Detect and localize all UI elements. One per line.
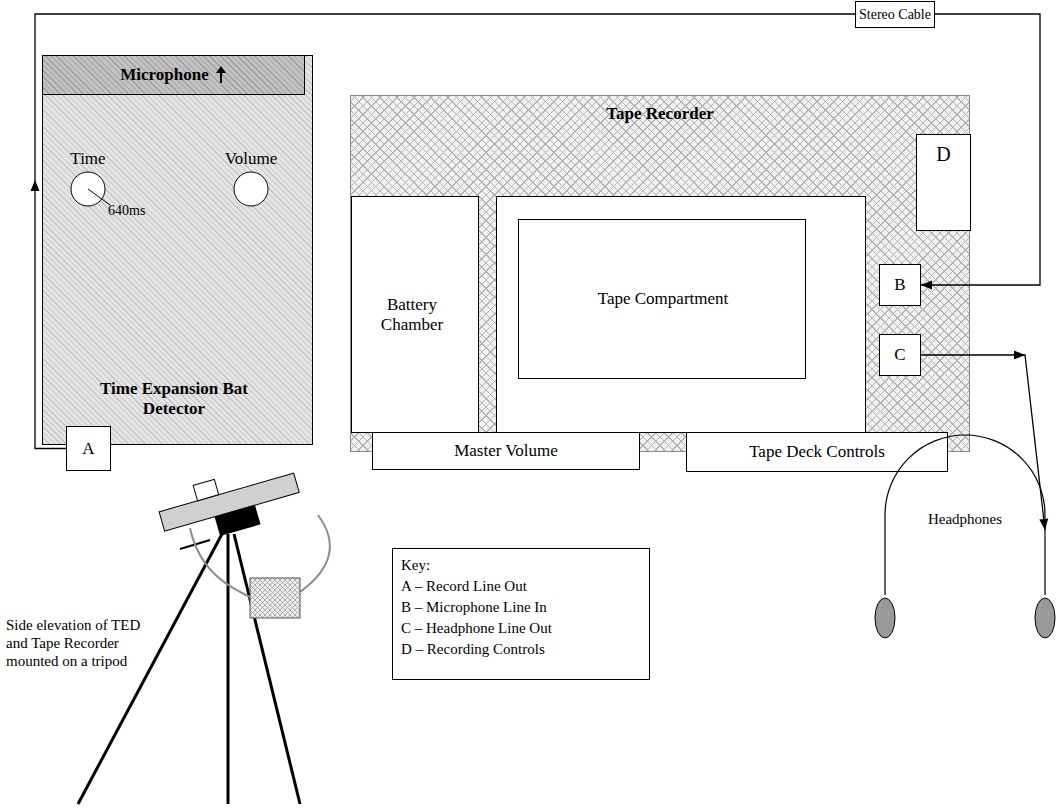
node-text: D bbox=[936, 143, 950, 166]
text-block: B bbox=[880, 265, 920, 305]
text-block: Time bbox=[61, 149, 115, 171]
node-text: Time Expansion Bat Detector bbox=[89, 379, 259, 418]
node-text: A bbox=[82, 439, 94, 459]
text-block: Battery Chamber bbox=[367, 197, 457, 432]
text-block: Tape Deck Controls bbox=[687, 433, 947, 471]
node-text: Tape Compartment bbox=[598, 289, 729, 309]
connector-line bbox=[35, 14, 1040, 449]
recorder-cable bbox=[190, 528, 252, 598]
ear-cup bbox=[1035, 598, 1055, 638]
text-block: C bbox=[880, 335, 920, 375]
text-block: Microphone bbox=[43, 56, 304, 94]
headphones-outline bbox=[870, 420, 1056, 645]
arrowhead bbox=[31, 180, 40, 191]
text-block: Key:A – Record Line OutB – Microphone Li… bbox=[401, 555, 641, 673]
node-text: C – Headphone Line Out bbox=[401, 618, 552, 639]
node-text: Key: bbox=[401, 555, 430, 576]
key-box: Key:A – Record Line OutB – Microphone Li… bbox=[392, 548, 650, 680]
dial-pointer bbox=[88, 189, 110, 205]
cable-label: Stereo Cable bbox=[855, 1, 935, 28]
microphone-band: Microphone bbox=[42, 55, 305, 95]
connector-line bbox=[921, 355, 1045, 530]
mounted-recorder bbox=[250, 578, 300, 618]
control-panel: Tape Deck Controls bbox=[686, 432, 948, 472]
recorder-cable bbox=[300, 515, 330, 592]
caption-note: Side elevation of TED and Tape Recorder … bbox=[6, 616, 146, 670]
port-box: A bbox=[66, 426, 111, 471]
arrow-head bbox=[216, 66, 226, 73]
text-block: Headphones bbox=[900, 506, 1030, 534]
node-text: Master Volume bbox=[454, 441, 558, 461]
control-panel: Master Volume bbox=[372, 432, 640, 470]
node-text: C bbox=[894, 345, 905, 365]
recorder-housing: Tape RecorderBattery Chamber Tape Compart… bbox=[350, 95, 970, 452]
port-box: C bbox=[879, 334, 921, 376]
port-box: D bbox=[916, 134, 971, 231]
edge-label: Stereo Cable bbox=[859, 7, 931, 23]
port-box: B bbox=[879, 264, 921, 306]
headphones: Headphones bbox=[870, 420, 1056, 645]
connector bbox=[921, 351, 1048, 531]
battery-chamber: Battery Chamber bbox=[351, 196, 479, 433]
time-dial: Time bbox=[61, 149, 115, 211]
node-text: D – Recording Controls bbox=[401, 639, 545, 660]
mounted-detector bbox=[155, 458, 305, 550]
arrowhead bbox=[1039, 519, 1048, 530]
text-block: D bbox=[917, 143, 970, 173]
headband bbox=[885, 435, 1045, 595]
text-block: Tape Compartment bbox=[593, 220, 733, 378]
detector-housing: Time Expansion Bat Detector MicrophoneTim… bbox=[42, 55, 313, 445]
node-text: Microphone bbox=[120, 65, 208, 85]
connector bbox=[31, 14, 1041, 449]
text-block: Time Expansion Bat Detector bbox=[89, 374, 259, 424]
dial-setting: 640ms bbox=[108, 203, 145, 218]
node-text: B – Microphone Line In bbox=[401, 597, 547, 618]
text-block: Volume bbox=[223, 149, 279, 171]
node-text: Headphones bbox=[928, 511, 1002, 528]
microphone-arrow bbox=[215, 66, 227, 84]
node-text: A – Record Line Out bbox=[401, 576, 527, 597]
node-text: Volume bbox=[225, 149, 278, 169]
text-block: Tape Recorder bbox=[351, 102, 969, 126]
node-text: Time bbox=[70, 149, 105, 169]
ear-cup bbox=[875, 598, 895, 638]
arrowhead bbox=[1014, 351, 1025, 360]
text-block: Master Volume bbox=[373, 433, 639, 469]
node-text: Battery Chamber bbox=[367, 295, 457, 334]
dial-circle bbox=[234, 172, 268, 206]
arrowhead bbox=[921, 281, 932, 290]
tape-compartment: Tape Compartment bbox=[518, 219, 806, 379]
node-text: Tape Recorder bbox=[606, 104, 714, 124]
node-text: Tape Deck Controls bbox=[749, 442, 885, 462]
text-block: A bbox=[67, 427, 110, 470]
volume-dial: Volume bbox=[223, 149, 279, 211]
node-text: B bbox=[894, 275, 905, 295]
